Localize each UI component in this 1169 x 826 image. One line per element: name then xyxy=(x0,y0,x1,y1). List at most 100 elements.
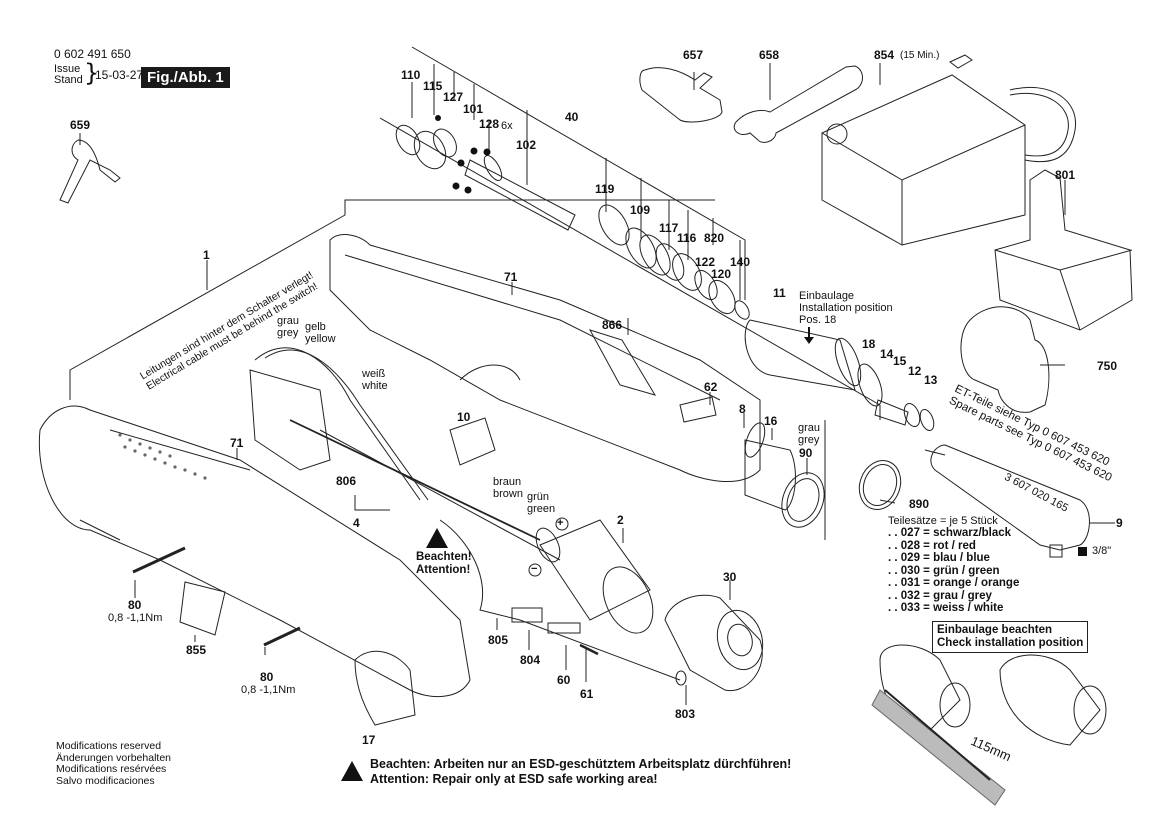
part-128-quantity: 6x xyxy=(501,120,513,132)
plug-803 xyxy=(675,670,687,686)
part-label-122[interactable]: 122 xyxy=(695,255,716,269)
part-label-866[interactable]: 866 xyxy=(602,318,623,332)
issue-date: 15-03-27 xyxy=(95,68,144,82)
part-label-801[interactable]: 801 xyxy=(1055,168,1076,182)
part-label-119[interactable]: 119 xyxy=(595,182,615,196)
installation-drawing xyxy=(871,644,1107,806)
part-label-804[interactable]: 804 xyxy=(520,653,541,667)
modifications-notice: Modifications reserved Änderungen vorbeh… xyxy=(56,740,171,787)
wires xyxy=(254,347,681,681)
part-label-16[interactable]: 16 xyxy=(764,414,778,428)
part-label-806[interactable]: 806 xyxy=(336,474,357,488)
part-label-8[interactable]: 8 xyxy=(739,402,746,416)
part-label-750[interactable]: 750 xyxy=(1097,359,1118,373)
grip-dots xyxy=(118,433,207,480)
modifications-en: Modifications reserved xyxy=(56,740,162,752)
part-label-127[interactable]: 127 xyxy=(443,90,464,104)
wire-green: green xyxy=(527,503,556,515)
issue-stand-label: Issue Stand xyxy=(54,64,83,86)
part-label-109[interactable]: 109 xyxy=(630,203,651,217)
part-label-13[interactable]: 13 xyxy=(924,373,938,387)
part-label-40[interactable]: 40 xyxy=(565,110,579,124)
wire-label-white: weiß white xyxy=(362,368,388,392)
wire-label-green: grün green xyxy=(527,491,555,515)
part-label-140[interactable]: 140 xyxy=(730,255,751,269)
ring-90-grau: grau xyxy=(798,422,821,434)
part-label-71-left[interactable]: 71 xyxy=(230,436,244,450)
stand-label: Stand xyxy=(54,74,83,86)
part-label-110[interactable]: 110 xyxy=(401,68,421,82)
part-label-17[interactable]: 17 xyxy=(362,733,376,747)
wire-attention-note: Beachten! Attention! xyxy=(416,551,472,576)
part-label-18[interactable]: 18 xyxy=(862,337,876,351)
issue-label: Issue xyxy=(54,63,81,75)
part-label-115[interactable]: 115 xyxy=(423,79,443,93)
install-note-line2: Installation position xyxy=(799,302,893,314)
part-label-11[interactable]: 11 xyxy=(773,286,786,300)
part-label-116[interactable]: 116 xyxy=(677,231,697,245)
part-label-101[interactable]: 101 xyxy=(463,102,484,116)
part-label-10[interactable]: 10 xyxy=(457,410,471,424)
part-label-102[interactable]: 102 xyxy=(516,138,537,152)
part-804 xyxy=(511,607,543,623)
charger-time-note: (15 Min.) xyxy=(900,50,940,61)
part-label-62[interactable]: 62 xyxy=(704,380,718,394)
cover-17 xyxy=(354,650,416,726)
slider-10 xyxy=(449,417,496,466)
shaft-assembly xyxy=(395,124,750,320)
part-label-805[interactable]: 805 xyxy=(488,633,509,647)
ring-890 xyxy=(858,460,902,510)
install-note-line3: Pos. 18 xyxy=(799,314,837,326)
part-label-4[interactable]: 4 xyxy=(353,516,360,530)
part-label-890[interactable]: 890 xyxy=(909,497,930,511)
part-set-item: . . 029 = blau / blue xyxy=(888,552,990,564)
part-label-71-top[interactable]: 71 xyxy=(504,270,518,284)
part-label-80-lower[interactable]: 80 xyxy=(260,670,274,684)
part-label-658[interactable]: 658 xyxy=(759,48,780,62)
angle-head-9 xyxy=(924,444,1090,558)
part-label-803[interactable]: 803 xyxy=(675,707,696,721)
part-label-60[interactable]: 60 xyxy=(557,673,571,687)
check-box-line1: Einbaulage beachten xyxy=(937,624,1053,636)
drive-size: 3/8" xyxy=(1092,545,1112,557)
part-label-820[interactable]: 820 xyxy=(704,231,725,245)
part-label-9[interactable]: 9 xyxy=(1116,516,1123,530)
torque-80-lower: 0,8 -1,1Nm xyxy=(241,684,296,696)
wire-braun: braun xyxy=(493,476,522,488)
part-label-128[interactable]: 128 xyxy=(479,117,500,131)
plus-terminal-label: + xyxy=(557,517,564,529)
part-label-61[interactable]: 61 xyxy=(580,687,594,701)
housing-half-right xyxy=(329,234,761,483)
part-sets-list: Teilesätze = je 5 Stück . . 027 = schwar… xyxy=(888,515,1019,615)
part-label-117[interactable]: 117 xyxy=(659,221,679,235)
part-label-659[interactable]: 659 xyxy=(70,118,91,132)
plus-marker xyxy=(555,517,569,531)
rings-8-16-90 xyxy=(744,422,825,528)
part-60 xyxy=(547,622,581,634)
part-label-855[interactable]: 855 xyxy=(186,643,207,657)
part-set-item: . . 032 = grau / grey xyxy=(888,589,992,602)
part-label-2[interactable]: 2 xyxy=(617,513,624,527)
part-label-1[interactable]: 1 xyxy=(203,248,210,262)
label-866 xyxy=(588,329,657,396)
wire-weiss: weiß xyxy=(362,368,386,380)
part-label-854[interactable]: 854 xyxy=(874,48,895,62)
installation-position-note: Einbaulage Installation position Pos. 18 xyxy=(799,290,893,326)
motor-2 xyxy=(535,519,654,634)
part-label-80-upper[interactable]: 80 xyxy=(128,598,142,612)
warning-triangle-icon xyxy=(426,528,448,548)
leader-lines xyxy=(79,63,1115,705)
screw-80b xyxy=(263,626,301,647)
wire-label-grey: grau grey xyxy=(277,315,299,339)
part-label-15[interactable]: 15 xyxy=(893,354,907,368)
bit-handle-657 xyxy=(639,67,723,123)
part-label-120[interactable]: 120 xyxy=(711,267,732,281)
part-label-14[interactable]: 14 xyxy=(880,347,894,361)
part-label-30[interactable]: 30 xyxy=(723,570,737,584)
part-label-12[interactable]: 12 xyxy=(908,364,922,378)
part-label-90[interactable]: 90 xyxy=(799,446,813,460)
part-sets-title: Teilesätze = je 5 Stück xyxy=(888,515,998,527)
wire-white: white xyxy=(362,380,388,392)
part-label-657[interactable]: 657 xyxy=(683,48,704,62)
